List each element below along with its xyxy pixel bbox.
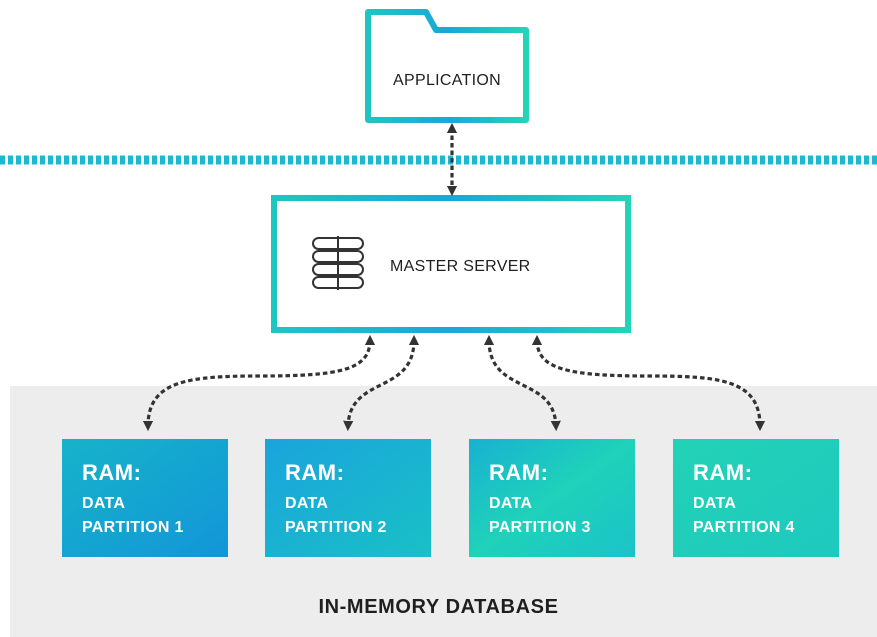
partition-4-line2: PARTITION 4 <box>693 519 795 536</box>
partition-2-line1: DATA <box>285 495 329 512</box>
server-stack-icon <box>312 236 364 290</box>
application-folder <box>365 9 529 123</box>
partition-2-line2: PARTITION 2 <box>285 519 387 536</box>
partition-3: RAM: DATA PARTITION 3 <box>469 439 635 557</box>
partition-4: RAM: DATA PARTITION 4 <box>673 439 839 557</box>
master-server-label: MASTER SERVER <box>390 258 531 275</box>
partition-2: RAM: DATA PARTITION 2 <box>265 439 431 557</box>
partition-box-3 <box>469 439 635 557</box>
connector-master-partition-2 <box>343 334 420 432</box>
partition-3-line1: DATA <box>489 495 533 512</box>
partition-2-ram: RAM: <box>285 460 345 485</box>
partition-box-2 <box>265 439 431 557</box>
partition-3-line2: PARTITION 3 <box>489 519 591 536</box>
partition-4-line1: DATA <box>693 495 737 512</box>
partition-3-ram: RAM: <box>489 460 549 485</box>
partition-4-ram: RAM: <box>693 460 753 485</box>
application-label: APPLICATION <box>393 72 501 89</box>
partition-1: RAM: DATA PARTITION 1 <box>62 439 228 557</box>
partition-box-4 <box>673 439 839 557</box>
database-label: IN-MEMORY DATABASE <box>318 596 559 618</box>
partition-1-line2: PARTITION 1 <box>82 519 184 536</box>
partition-1-line1: DATA <box>82 495 126 512</box>
connector-master-partition-4 <box>531 334 766 432</box>
partition-box-1 <box>62 439 228 557</box>
partition-1-ram: RAM: <box>82 460 142 485</box>
